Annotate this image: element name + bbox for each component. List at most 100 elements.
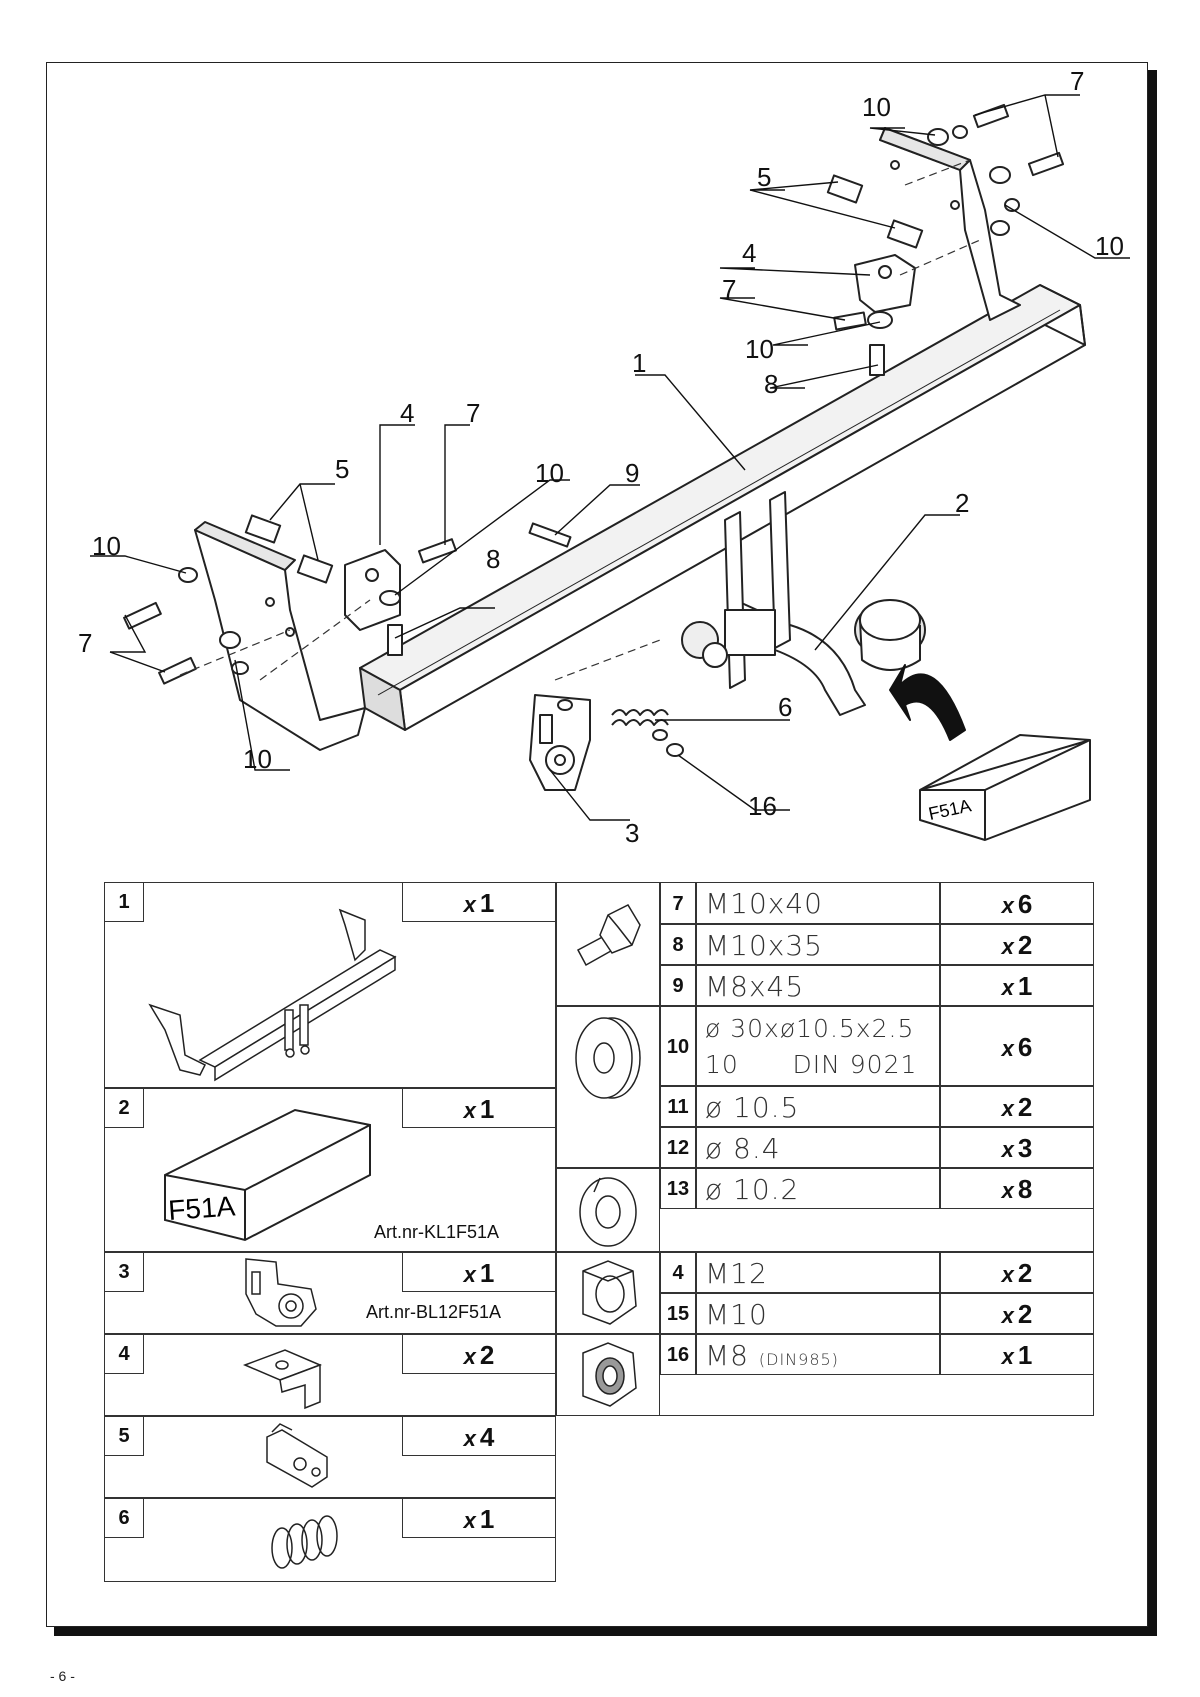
callout-7-center: 7 <box>466 398 480 428</box>
left-angle-bracket-part-4 <box>344 549 401 631</box>
part-number-5: 5 <box>104 1416 144 1456</box>
frame-shadow-bottom <box>54 1627 1157 1636</box>
callout-8-right: 8 <box>764 369 778 399</box>
spring-washer-icon <box>579 1177 637 1247</box>
thumbnail-box-label: F51A <box>167 1190 236 1226</box>
callout-16: 16 <box>748 791 777 821</box>
spring-thumbnail <box>271 1515 338 1569</box>
part-number-2: 2 <box>104 1088 144 1128</box>
assembly-lines <box>179 159 981 681</box>
callout-labels: 1 2 3 4 4 5 5 6 7 7 7 7 8 8 9 10 10 10 1… <box>78 66 1124 848</box>
callout-10-right-mid: 10 <box>745 334 774 364</box>
part-number-4: 4 <box>104 1334 144 1374</box>
angle-bracket-thumbnail <box>242 1349 323 1410</box>
right-side-bracket <box>879 127 1021 321</box>
part-number-6: 6 <box>104 1498 144 1538</box>
insert-arrow <box>889 664 966 741</box>
callout-3: 3 <box>625 818 639 848</box>
fastener-spec-12: ø 8.4 <box>696 1127 940 1168</box>
lock-nut-icon <box>582 1342 637 1407</box>
bolts-and-washers <box>123 103 1065 757</box>
fastener-spec-7: M10x40 <box>696 882 940 924</box>
tow-mount-plates <box>681 491 791 689</box>
callout-7-right: 7 <box>722 274 736 304</box>
fastener-spec-16: M8 (DIN985) <box>696 1334 940 1375</box>
callout-10-top: 10 <box>862 92 891 122</box>
leader-lines <box>90 94 1130 821</box>
fastener-spec-10-line2: 10 DIN 9021 <box>705 1050 918 1079</box>
fastener-number-11: 11 <box>660 1086 696 1127</box>
wiring-kit-box <box>919 734 1091 841</box>
page-number: - 6 - <box>50 1668 75 1684</box>
article-number-2: Art.nr-KL1F51A <box>374 1222 500 1242</box>
crossbar-part-1 <box>359 284 1086 731</box>
callout-10-center: 10 <box>535 458 564 488</box>
fastener-spec-10: ø 30xø10.5x2.5 10 DIN 9021 <box>696 1006 940 1086</box>
callout-2: 2 <box>955 488 969 518</box>
fastener-number-14: 4 <box>660 1252 696 1293</box>
fastener-spec-15: M10 <box>696 1293 940 1334</box>
fastener-number-10: 10 <box>660 1006 696 1086</box>
part-number-3: 3 <box>104 1252 144 1292</box>
fastener-number-8: 8 <box>660 924 696 965</box>
socket-plate-part-3 <box>529 694 591 791</box>
wiring-kit-box-thumbnail: F51A <box>164 1108 371 1242</box>
frame-shadow-right <box>1148 70 1157 1635</box>
article-number-3: Art.nr-BL12F51A <box>366 1302 502 1322</box>
exploded-diagram: 1 2 3 4 4 5 5 6 7 7 7 7 8 8 9 10 10 10 1… <box>78 66 1130 848</box>
fastener-spec-9: M8x45 <box>696 965 940 1006</box>
callout-8-left: 8 <box>486 544 500 574</box>
fastener-number-13: 13 <box>660 1168 696 1209</box>
fastener-spec-8: M10x35 <box>696 924 940 965</box>
callout-7-left: 7 <box>78 628 92 658</box>
fastener-spec-16-note: (DIN985) <box>758 1350 839 1369</box>
callout-10-left: 10 <box>92 531 121 561</box>
callout-10-right: 10 <box>1095 231 1124 261</box>
fastener-spec-14: M12 <box>696 1252 940 1293</box>
fastener-number-9: 9 <box>660 965 696 1006</box>
callout-5-right: 5 <box>757 162 771 192</box>
flat-washer-icon <box>575 1017 641 1099</box>
clip-nuts-part-5 <box>244 174 924 584</box>
fastener-number-15: 15 <box>660 1293 696 1334</box>
hex-bolt-icon <box>576 904 641 967</box>
fastener-number-16: 16 <box>660 1334 696 1375</box>
callout-9: 9 <box>625 458 639 488</box>
callout-4-right: 4 <box>742 238 756 268</box>
fastener-spec-11: ø 10.5 <box>696 1086 940 1127</box>
fastener-spec-13: ø 10.2 <box>696 1168 940 1209</box>
hex-nut-icon <box>582 1260 637 1325</box>
callout-1: 1 <box>632 348 646 378</box>
callout-10-bottom: 10 <box>243 744 272 774</box>
right-angle-bracket-part-4 <box>854 254 916 313</box>
crossbar-thumbnail <box>148 908 397 1082</box>
spring-part-6 <box>611 709 669 726</box>
clip-nut-thumbnail <box>266 1423 328 1488</box>
callout-4-left: 4 <box>400 398 414 428</box>
left-side-bracket <box>194 521 366 751</box>
callout-5-left: 5 <box>335 454 349 484</box>
callout-7-top: 7 <box>1070 66 1084 96</box>
socket-plate-thumbnail <box>245 1258 317 1327</box>
fastener-spec-10-line1: ø 30xø10.5x2.5 <box>705 1014 915 1043</box>
callout-6: 6 <box>778 692 792 722</box>
fastener-number-12: 12 <box>660 1127 696 1168</box>
fastener-number-7: 7 <box>660 882 696 924</box>
part-number-1: 1 <box>104 882 144 922</box>
